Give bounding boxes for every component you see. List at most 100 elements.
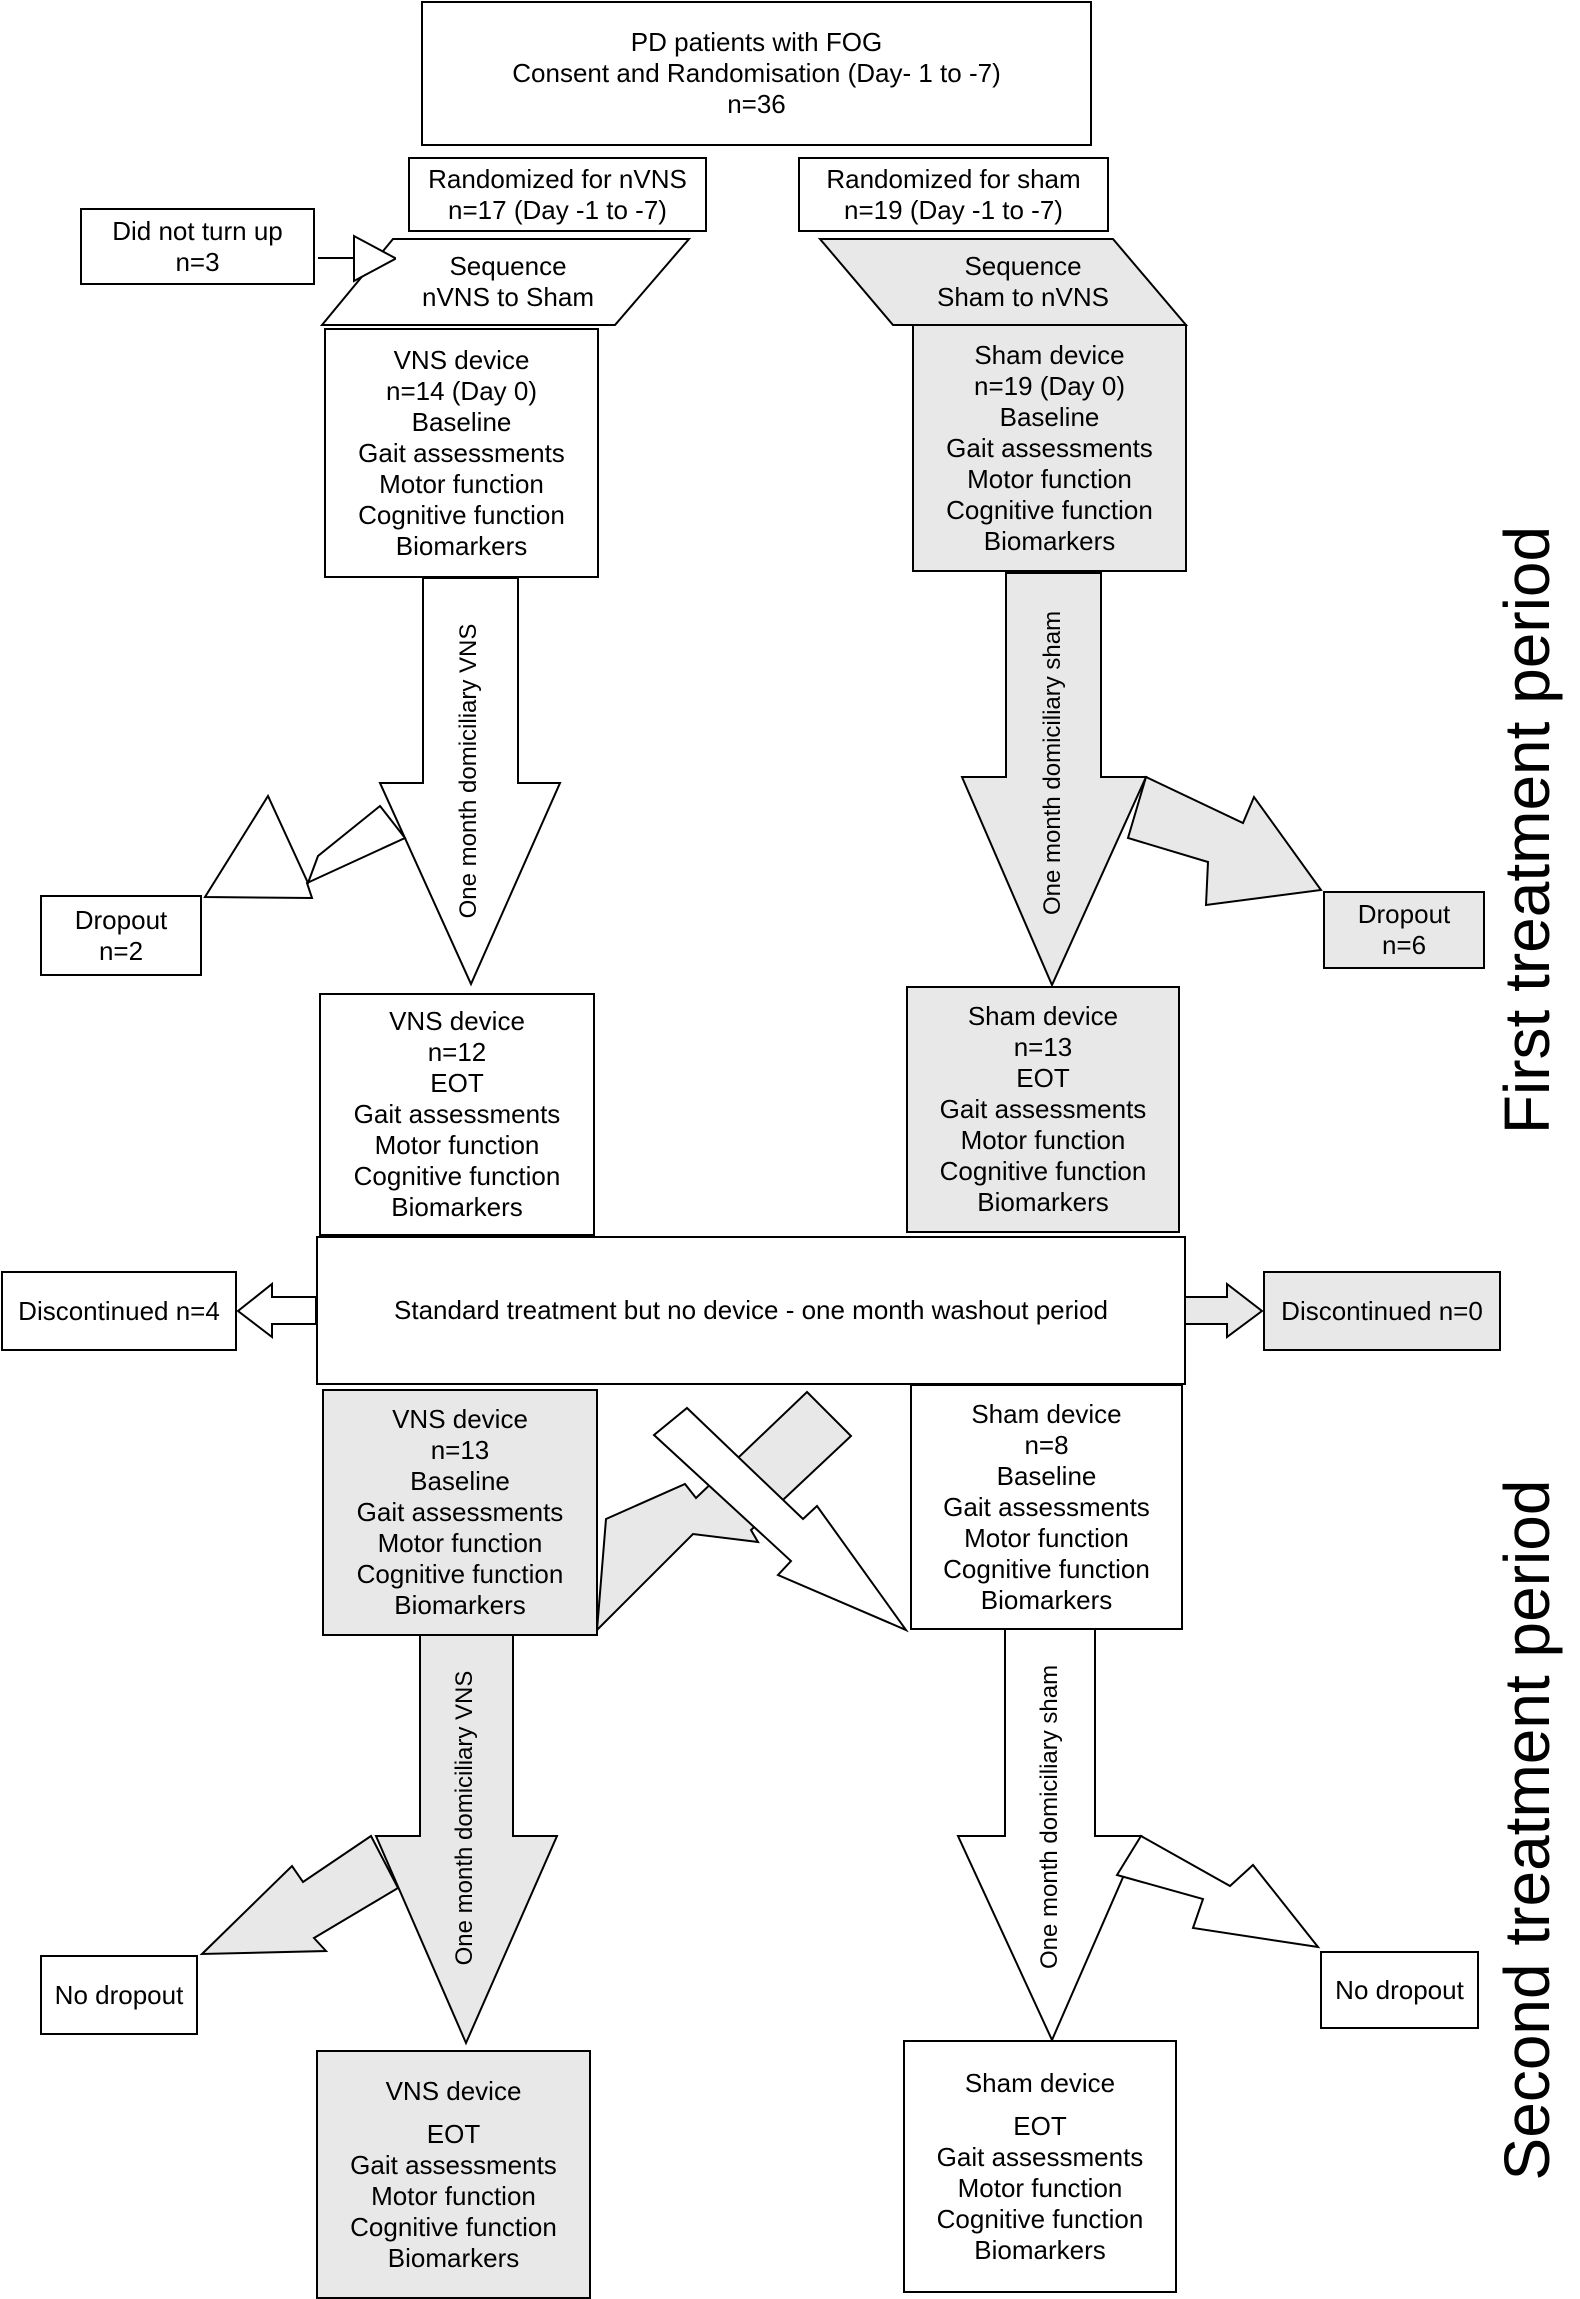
randomized-nvns-label: Randomized for nVNS <box>428 163 687 194</box>
dropout-label: Dropout <box>74 904 168 935</box>
box-line: n=8 <box>1024 1429 1069 1460</box>
box-line: VNS device <box>385 2075 522 2106</box>
box-line: EOT <box>1016 1063 1070 1093</box>
p2-vns-eot-box: VNS device EOT Gait assessments Motor fu… <box>316 2050 591 2299</box>
box-line: Motor function <box>374 1130 540 1160</box>
box-line: n=13 <box>430 1435 490 1465</box>
box-line: Biomarkers <box>391 1192 523 1222</box>
enrolment-title: PD patients with FOG <box>630 27 883 57</box>
box-line: Sham device <box>967 1001 1119 1031</box>
randomized-sham-n: n=19 (Day -1 to -7) <box>844 194 1063 225</box>
p2-vns-baseline-box: VNS device n=13 Baseline Gait assessment… <box>322 1389 598 1636</box>
p2-sham-eot-box: Sham device EOT Gait assessments Motor f… <box>903 2040 1177 2293</box>
sequence-sham-label: Sequence Sham to nVNS <box>888 251 1158 313</box>
box-line: VNS device <box>389 1006 525 1036</box>
sequence-sham-line2: Sham to nVNS <box>937 282 1109 312</box>
box-line: Motor function <box>377 1528 543 1558</box>
p2-vns-down-arrow <box>374 1634 559 2046</box>
box-line: Cognitive function <box>943 1553 1150 1584</box>
sequence-nvns-line2: nVNS to Sham <box>422 282 594 312</box>
discontinued-right-arrow <box>1184 1281 1264 1339</box>
did-not-turn-up-arrow <box>318 234 396 283</box>
p2-vns-arrow-label: One month domiciliary VNS <box>451 1670 478 1966</box>
box-line: Gait assessments <box>943 1491 1150 1522</box>
dropout-label: Dropout <box>1357 899 1451 929</box>
box-line: Cognitive function <box>353 1161 561 1191</box>
sequence-sham-line1: Sequence <box>964 251 1082 281</box>
box-line: Sham device <box>964 2067 1116 2098</box>
box-line: n=12 <box>427 1037 487 1067</box>
p1-dropout-right-box: Dropout n=6 <box>1323 891 1485 969</box>
box-line: EOT <box>426 2118 481 2149</box>
box-line: Motor function <box>964 1522 1129 1553</box>
enrolment-box: PD patients with FOG Consent and Randomi… <box>421 1 1092 146</box>
box-line: Motor function <box>967 463 1132 494</box>
box-line: Gait assessments <box>358 437 565 468</box>
p2-dropout-left-arrow <box>199 1834 400 1956</box>
discontinued-right-box: Discontinued n=0 <box>1263 1271 1501 1351</box>
box-line: Motor function <box>379 468 544 499</box>
p1-sham-eot-box: Sham device n=13 EOT Gait assessments Mo… <box>906 986 1180 1233</box>
no-dropout-label: No dropout <box>1335 1974 1464 2005</box>
box-line: n=14 (Day 0) <box>385 375 538 406</box>
box-line: n=13 <box>1013 1032 1073 1062</box>
crossover-arrow-to-sham <box>652 1406 909 1633</box>
box-line: Gait assessments <box>946 432 1153 463</box>
p2-dropout-left-box: No dropout <box>40 1955 198 2035</box>
discontinued-left-arrow <box>236 1281 317 1340</box>
box-line: Biomarkers <box>974 2234 1106 2265</box>
enrolment-n: n=36 <box>727 89 786 119</box>
box-line: Gait assessments <box>353 1099 561 1129</box>
second-period-label: Second treatment period <box>1491 1479 1563 2181</box>
box-line: Cognitive function <box>356 1559 564 1589</box>
box-line: Cognitive function <box>350 2211 557 2242</box>
box-line: Cognitive function <box>358 499 565 530</box>
box-line: Sham device <box>974 339 1125 370</box>
enrolment-consent: Consent and Randomisation (Day- 1 to -7) <box>512 58 1001 88</box>
p1-dropout-left-arrow <box>203 793 407 900</box>
crossover-arrow-to-vns <box>595 1390 853 1633</box>
box-line: Baseline <box>411 406 512 437</box>
box-line: Gait assessments <box>356 1497 564 1527</box>
box-line: Biomarkers <box>977 1187 1109 1217</box>
box-line: Cognitive function <box>939 1156 1147 1186</box>
p2-dropout-right-arrow <box>1115 1834 1321 1949</box>
box-line: Motor function <box>957 2172 1123 2203</box>
box-line: Cognitive function <box>946 494 1153 525</box>
sequence-nvns-shape <box>319 238 692 326</box>
box-line: Cognitive function <box>936 2203 1144 2234</box>
sequence-nvns-line1: Sequence <box>449 251 567 281</box>
p1-vns-eot-box: VNS device n=12 EOT Gait assessments Mot… <box>319 993 595 1236</box>
first-period-label: First treatment period <box>1491 525 1563 1135</box>
discontinued-right-label: Discontinued n=0 <box>1281 1295 1483 1326</box>
box-line: Gait assessments <box>936 2141 1144 2172</box>
box-line: Biomarkers <box>980 1584 1113 1615</box>
did-not-turn-up-box: Did not turn up n=3 <box>80 208 315 285</box>
p1-sham-down-arrow <box>960 572 1148 988</box>
box-line: Biomarkers <box>983 525 1116 556</box>
washout-box: Standard treatment but no device - one m… <box>316 1236 1186 1385</box>
p1-sham-arrow-label: One month domiciliary sham <box>1039 610 1066 915</box>
p1-vns-arrow-label: One month domiciliary VNS <box>455 623 482 919</box>
box-line: Motor function <box>371 2180 536 2211</box>
p2-sham-baseline-box: Sham device n=8 Baseline Gait assessment… <box>910 1384 1183 1630</box>
box-line: Biomarkers <box>387 2242 520 2273</box>
p1-dropout-left-box: Dropout n=2 <box>40 895 202 976</box>
p2-dropout-right-box: No dropout <box>1320 1951 1479 2029</box>
randomized-sham-label: Randomized for sham <box>826 163 1081 194</box>
box-line: EOT <box>430 1068 484 1098</box>
box-line: VNS device <box>392 1404 528 1434</box>
box-line: Motor function <box>960 1125 1126 1155</box>
box-line: VNS device <box>393 344 530 375</box>
p1-dropout-right-arrow <box>1126 775 1323 907</box>
box-line: Biomarkers <box>394 1590 526 1620</box>
box-line: Baseline <box>996 1460 1097 1491</box>
box-line: n=19 (Day 0) <box>973 370 1126 401</box>
p2-sham-arrow-label: One month domiciliary sham <box>1036 1664 1063 1969</box>
sequence-nvns-label: Sequence nVNS to Sham <box>373 251 643 313</box>
randomized-sham-box: Randomized for sham n=19 (Day -1 to -7) <box>798 157 1109 232</box>
p1-vns-baseline-box: VNS device n=14 (Day 0) Baseline Gait as… <box>324 328 599 578</box>
p1-vns-down-arrow <box>378 577 562 987</box>
did-not-turn-up-n: n=3 <box>175 246 220 277</box>
